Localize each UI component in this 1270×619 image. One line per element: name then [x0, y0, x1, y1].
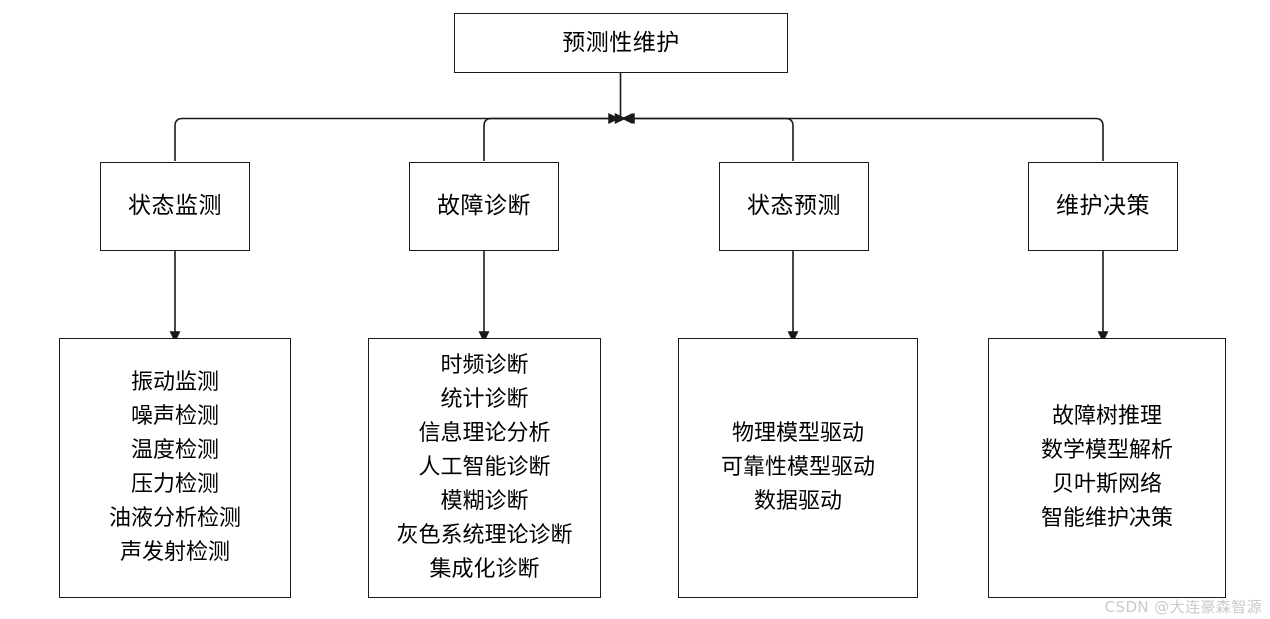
node-leaf-3[interactable]: 物理模型驱动 可靠性模型驱动 数据驱动 — [678, 338, 918, 598]
watermark-label: CSDN @大连豪森智源 — [1104, 598, 1262, 616]
node-leaf-2[interactable]: 时频诊断 统计诊断 信息理论分析 人工智能诊断 模糊诊断 灰色系统理论诊断 集成… — [368, 338, 601, 598]
leaf-item: 可靠性模型驱动 — [720, 455, 875, 480]
leaf-item: 统计诊断 — [440, 387, 529, 412]
leaf-item: 噪声检测 — [130, 404, 219, 429]
connector-root-to-cat-4 — [623, 113, 1104, 161]
leaf-2-item-list: 时频诊断 统计诊断 信息理论分析 人工智能诊断 模糊诊断 灰色系统理论诊断 集成… — [396, 349, 572, 587]
leaf-item: 人工智能诊断 — [418, 455, 551, 480]
leaf-item: 灰色系统理论诊断 — [396, 523, 573, 548]
leaf-item: 数学模型解析 — [1040, 438, 1173, 463]
node-category-2-label: 故障诊断 — [437, 193, 531, 220]
leaf-4-item-list: 故障树推理 数学模型解析 贝叶斯网络 智能维护决策 — [1041, 400, 1173, 536]
leaf-1-item-list: 振动监测 噪声检测 温度检测 压力检测 油液分析检测 声发射检测 — [109, 366, 241, 570]
leaf-item: 信息理论分析 — [418, 421, 551, 446]
leaf-item: 模糊诊断 — [440, 489, 529, 514]
node-category-1-label: 状态监测 — [128, 193, 222, 220]
node-category-3-label: 状态预测 — [747, 193, 841, 220]
connector-root-to-cat-3 — [621, 113, 794, 161]
node-root-label: 预测性维护 — [562, 29, 680, 56]
leaf-item: 声发射检测 — [119, 540, 230, 565]
leaf-item: 油液分析检测 — [108, 506, 241, 531]
node-category-2[interactable]: 故障诊断 — [409, 162, 559, 251]
node-leaf-1[interactable]: 振动监测 噪声检测 温度检测 压力检测 油液分析检测 声发射检测 — [59, 338, 291, 598]
leaf-item: 贝叶斯网络 — [1051, 472, 1162, 497]
leaf-item: 故障树推理 — [1051, 404, 1162, 429]
node-category-4[interactable]: 维护决策 — [1028, 162, 1178, 251]
leaf-item: 数据驱动 — [753, 489, 842, 514]
leaf-item: 智能维护决策 — [1040, 506, 1173, 531]
leaf-item: 振动监测 — [130, 370, 219, 395]
leaf-item: 温度检测 — [130, 438, 219, 463]
leaf-item: 集成化诊断 — [429, 557, 540, 582]
connector-root-to-cat-2 — [483, 113, 620, 161]
leaf-3-item-list: 物理模型驱动 可靠性模型驱动 数据驱动 — [721, 417, 875, 519]
node-category-1[interactable]: 状态监测 — [100, 162, 250, 251]
node-root[interactable]: 预测性维护 — [454, 13, 788, 73]
node-leaf-4[interactable]: 故障树推理 数学模型解析 贝叶斯网络 智能维护决策 — [988, 338, 1226, 598]
leaf-item: 时频诊断 — [440, 353, 529, 378]
leaf-item: 压力检测 — [130, 472, 219, 497]
node-category-4-label: 维护决策 — [1056, 193, 1150, 220]
connector-root-to-cat-1 — [174, 113, 627, 161]
leaf-item: 物理模型驱动 — [731, 421, 864, 446]
node-category-3[interactable]: 状态预测 — [719, 162, 869, 251]
